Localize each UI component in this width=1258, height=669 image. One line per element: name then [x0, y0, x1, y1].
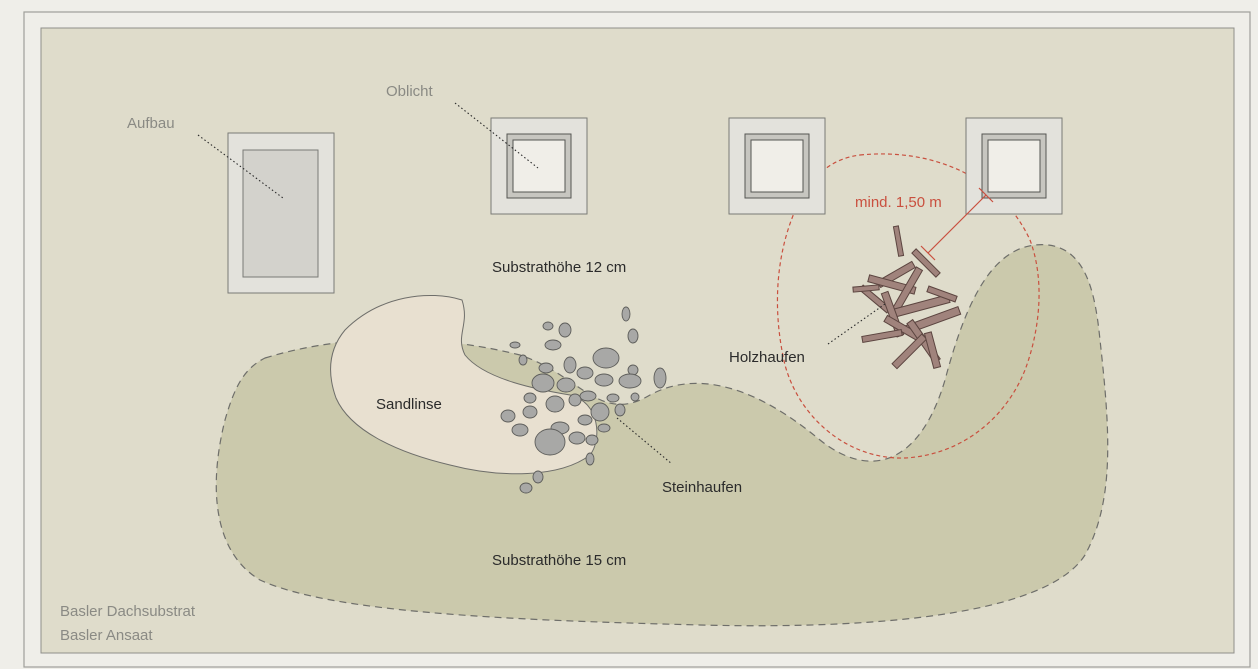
label-oblicht: Oblicht: [386, 83, 434, 100]
stone: [585, 434, 599, 446]
stone: [597, 423, 611, 433]
label-holzhaufen: Holzhaufen: [729, 349, 805, 366]
wood-log: [852, 284, 880, 293]
stone: [590, 402, 610, 422]
label-distance: mind. 1,50 m: [855, 194, 942, 211]
stone: [511, 423, 529, 437]
stone: [627, 364, 639, 376]
stone: [579, 390, 597, 402]
skylight-1: [490, 117, 588, 215]
skylight-3: [965, 117, 1063, 215]
distance-zone: [776, 153, 1040, 459]
roof-structure-core: [242, 149, 319, 278]
stone: [500, 409, 516, 423]
distance-tick-outer: [978, 187, 994, 203]
stone: [531, 373, 555, 393]
stone: [522, 405, 538, 419]
leader-oblicht: [454, 102, 539, 169]
wood-log: [891, 333, 928, 370]
stone: [556, 377, 576, 393]
wood-log: [923, 331, 942, 370]
stone: [544, 339, 562, 351]
label-substrate-15cm: Substrathöhe 15 cm: [492, 552, 626, 569]
stone: [558, 322, 572, 338]
stone: [627, 328, 639, 344]
wood-log: [892, 225, 905, 257]
stone: [568, 431, 586, 445]
stone: [523, 392, 537, 404]
wood-pile-icon: [852, 225, 962, 370]
skylight-1-glass: [512, 139, 566, 193]
stone: [618, 373, 642, 389]
sand-lens: [330, 295, 598, 475]
distance-tick-inner: [920, 245, 936, 261]
stone: [614, 403, 626, 417]
stone: [568, 393, 582, 407]
distance-line: [927, 194, 987, 254]
stone: [563, 356, 577, 374]
stone: [534, 428, 566, 456]
roof-structure: [227, 132, 335, 294]
stone: [621, 306, 631, 322]
skylight-2: [728, 117, 826, 215]
label-steinhaufen: Steinhaufen: [662, 479, 742, 496]
skylight-2-glass: [750, 139, 804, 193]
wood-log: [861, 328, 903, 344]
stone: [592, 347, 620, 369]
stone: [532, 470, 544, 484]
footer-line-2: Basler Ansaat: [60, 627, 153, 644]
label-sandlinse: Sandlinse: [376, 396, 442, 413]
label-aufbau: Aufbau: [127, 115, 175, 132]
stone: [653, 367, 667, 389]
stone: [538, 362, 554, 374]
stone: [577, 414, 593, 426]
leader-aufbau: [197, 134, 284, 199]
stone: [576, 366, 594, 380]
stone: [606, 393, 620, 403]
stones-icon: [500, 306, 667, 494]
stone: [519, 482, 533, 494]
stone: [542, 321, 554, 331]
stone: [545, 395, 565, 413]
wood-log: [926, 285, 958, 303]
stone: [518, 354, 528, 366]
skylight-3-glass: [987, 139, 1041, 193]
stone: [594, 373, 614, 387]
stone: [585, 452, 595, 466]
stone: [509, 341, 521, 349]
stone: [630, 392, 640, 402]
wood-log: [911, 248, 941, 278]
footer-line-1: Basler Dachsubstrat: [60, 603, 196, 620]
label-substrate-12cm: Substrathöhe 12 cm: [492, 259, 626, 276]
substrate-15cm-zone: [215, 244, 1109, 627]
leader-lines: [197, 102, 886, 465]
distance-marker: [920, 187, 994, 261]
